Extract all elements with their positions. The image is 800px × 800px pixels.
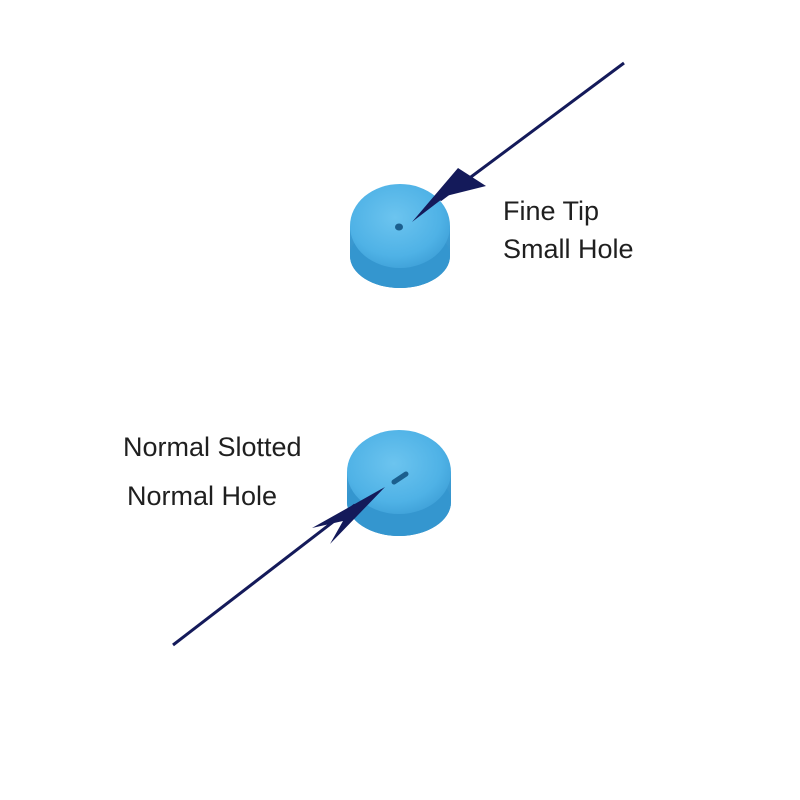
normal-tip-arrow-shaft bbox=[172, 503, 356, 647]
fine-tip-arrow bbox=[412, 61, 625, 222]
normal-tip-slotted-hole bbox=[391, 471, 409, 485]
small-hole-label: Small Hole bbox=[503, 234, 634, 264]
fine-tip-label: Fine Tip bbox=[503, 196, 600, 226]
normal-tip bbox=[347, 430, 451, 536]
normal-slotted-label: Normal Slotted bbox=[123, 432, 302, 462]
normal-tip-arrow-head bbox=[312, 487, 385, 544]
fine-tip bbox=[350, 184, 450, 288]
normal-hole-label: Normal Hole bbox=[127, 481, 278, 511]
fine-tip-small-hole bbox=[395, 223, 403, 231]
normal-tip-arrow bbox=[172, 487, 385, 647]
normal-tip-top-face bbox=[347, 430, 451, 514]
fine-tip-arrow-head bbox=[412, 168, 486, 222]
